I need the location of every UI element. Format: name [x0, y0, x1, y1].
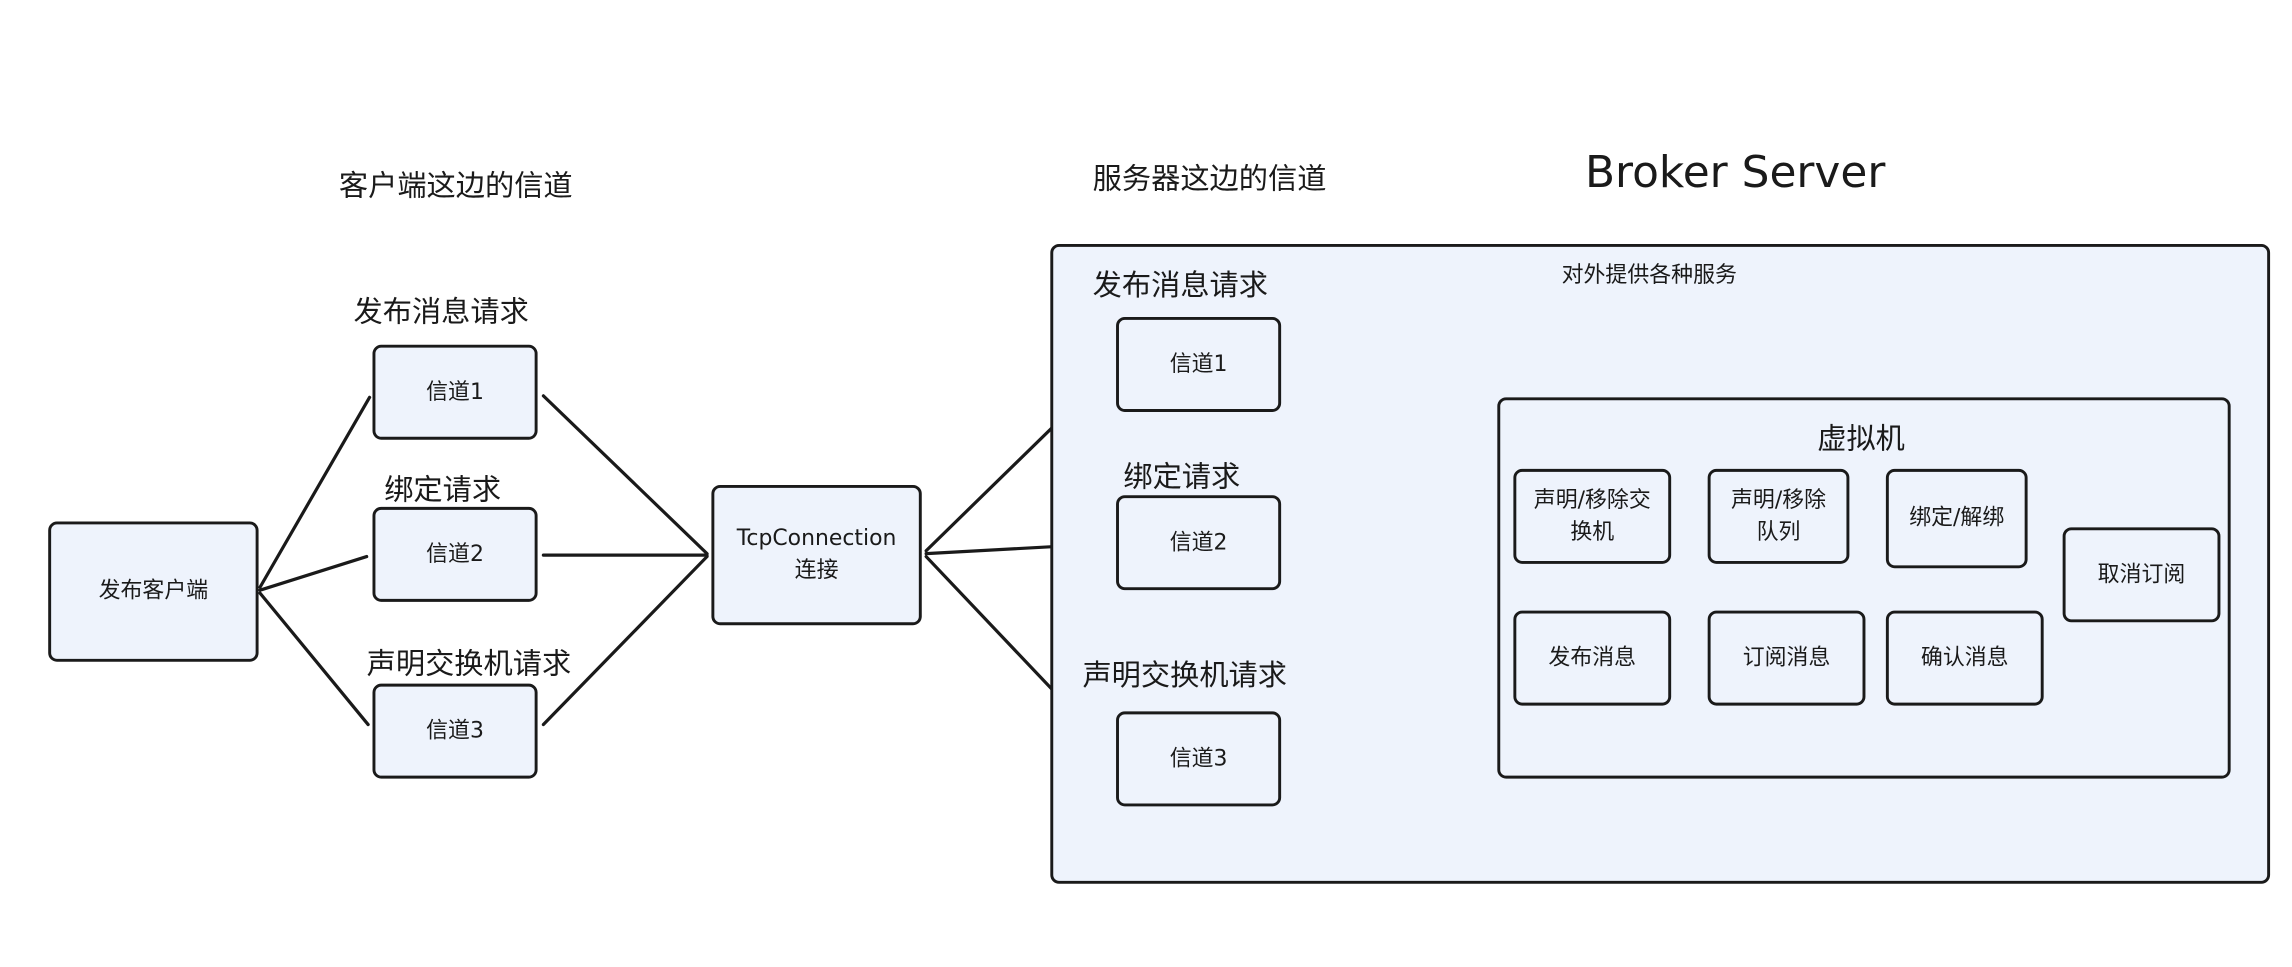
- publisher-client-label: 发布客户端: [98, 577, 209, 604]
- edge-client-channel1: [258, 395, 372, 589]
- virtual-host-title: 虚拟机: [1817, 420, 1905, 456]
- services-label: 对外提供各种服务: [1561, 261, 1737, 288]
- server-channel-1-label: 信道1: [1169, 350, 1228, 377]
- edge-client-channel2: [258, 554, 369, 592]
- server-channel-3-label: 信道3: [1169, 744, 1228, 771]
- vm-unsubscribe-label: 取消订阅: [2097, 560, 2186, 587]
- vm-declare-remove-queue: 声明/移除 队列: [1707, 468, 1850, 564]
- client-channel-1-label: 信道1: [426, 377, 484, 405]
- vm-ack-message: 确认消息: [1885, 610, 2044, 706]
- vm-declare-remove-queue-line2: 队列: [1756, 517, 1801, 545]
- vm-bind-unbind-label: 绑定/解绑: [1909, 504, 2005, 531]
- client-channel-2-label: 信道2: [426, 539, 484, 567]
- vm-declare-remove-queue-line1: 声明/移除: [1731, 486, 1827, 513]
- vm-publish-message: 发布消息: [1513, 610, 1672, 706]
- edge-channel1-tcp: [541, 394, 709, 556]
- client-channel-3-label: 信道3: [426, 716, 484, 743]
- client-channel-2: 信道2: [372, 506, 538, 602]
- server-channel-2: 信道2: [1116, 495, 1282, 591]
- vm-subscribe-message-label: 订阅消息: [1742, 643, 1831, 670]
- publisher-client-box: 发布客户端: [48, 521, 259, 662]
- tcp-connection-box: TcpConnection 连接: [711, 484, 922, 626]
- server-publish-request-label: 发布消息请求: [1092, 267, 1268, 303]
- broker-server-title: Broker Server: [1584, 147, 1886, 199]
- edge-channel3-tcp: [541, 554, 709, 727]
- client-channel-3: 信道3: [372, 683, 538, 779]
- tcp-connection-label: TcpConnection: [736, 524, 897, 552]
- vm-declare-remove-exchange-line2: 换机: [1570, 517, 1615, 545]
- vm-declare-remove-exchange: 声明/移除交 换机: [1513, 468, 1672, 564]
- vm-bind-unbind: 绑定/解绑: [1885, 468, 2028, 569]
- vm-subscribe-message: 订阅消息: [1707, 610, 1866, 706]
- client-channels-title: 客户端这边的信道: [338, 167, 573, 204]
- server-bind-request-label: 绑定请求: [1123, 458, 1241, 494]
- client-bind-request-label: 绑定请求: [384, 471, 502, 507]
- client-channel-1: 信道1: [372, 344, 538, 440]
- server-channel-1: 信道1: [1116, 316, 1282, 412]
- server-channel-2-label: 信道2: [1169, 528, 1228, 555]
- vm-unsubscribe: 取消订阅: [2062, 527, 2221, 623]
- vm-publish-message-label: 发布消息: [1548, 643, 1637, 670]
- edge-client-channel3: [258, 591, 370, 727]
- vm-ack-message-label: 确认消息: [1920, 643, 2009, 670]
- client-declare-exchange-request-label: 声明交换机请求: [366, 645, 572, 681]
- server-declare-exchange-request-label: 声明交换机请求: [1082, 657, 1287, 693]
- server-channel-3: 信道3: [1116, 711, 1282, 807]
- client-publish-request-label: 发布消息请求: [353, 293, 529, 329]
- tcp-connection-sublabel: 连接: [794, 556, 839, 583]
- server-channels-title: 服务器这边的信道: [1092, 160, 1327, 196]
- vm-declare-remove-exchange-line1: 声明/移除交: [1533, 486, 1651, 513]
